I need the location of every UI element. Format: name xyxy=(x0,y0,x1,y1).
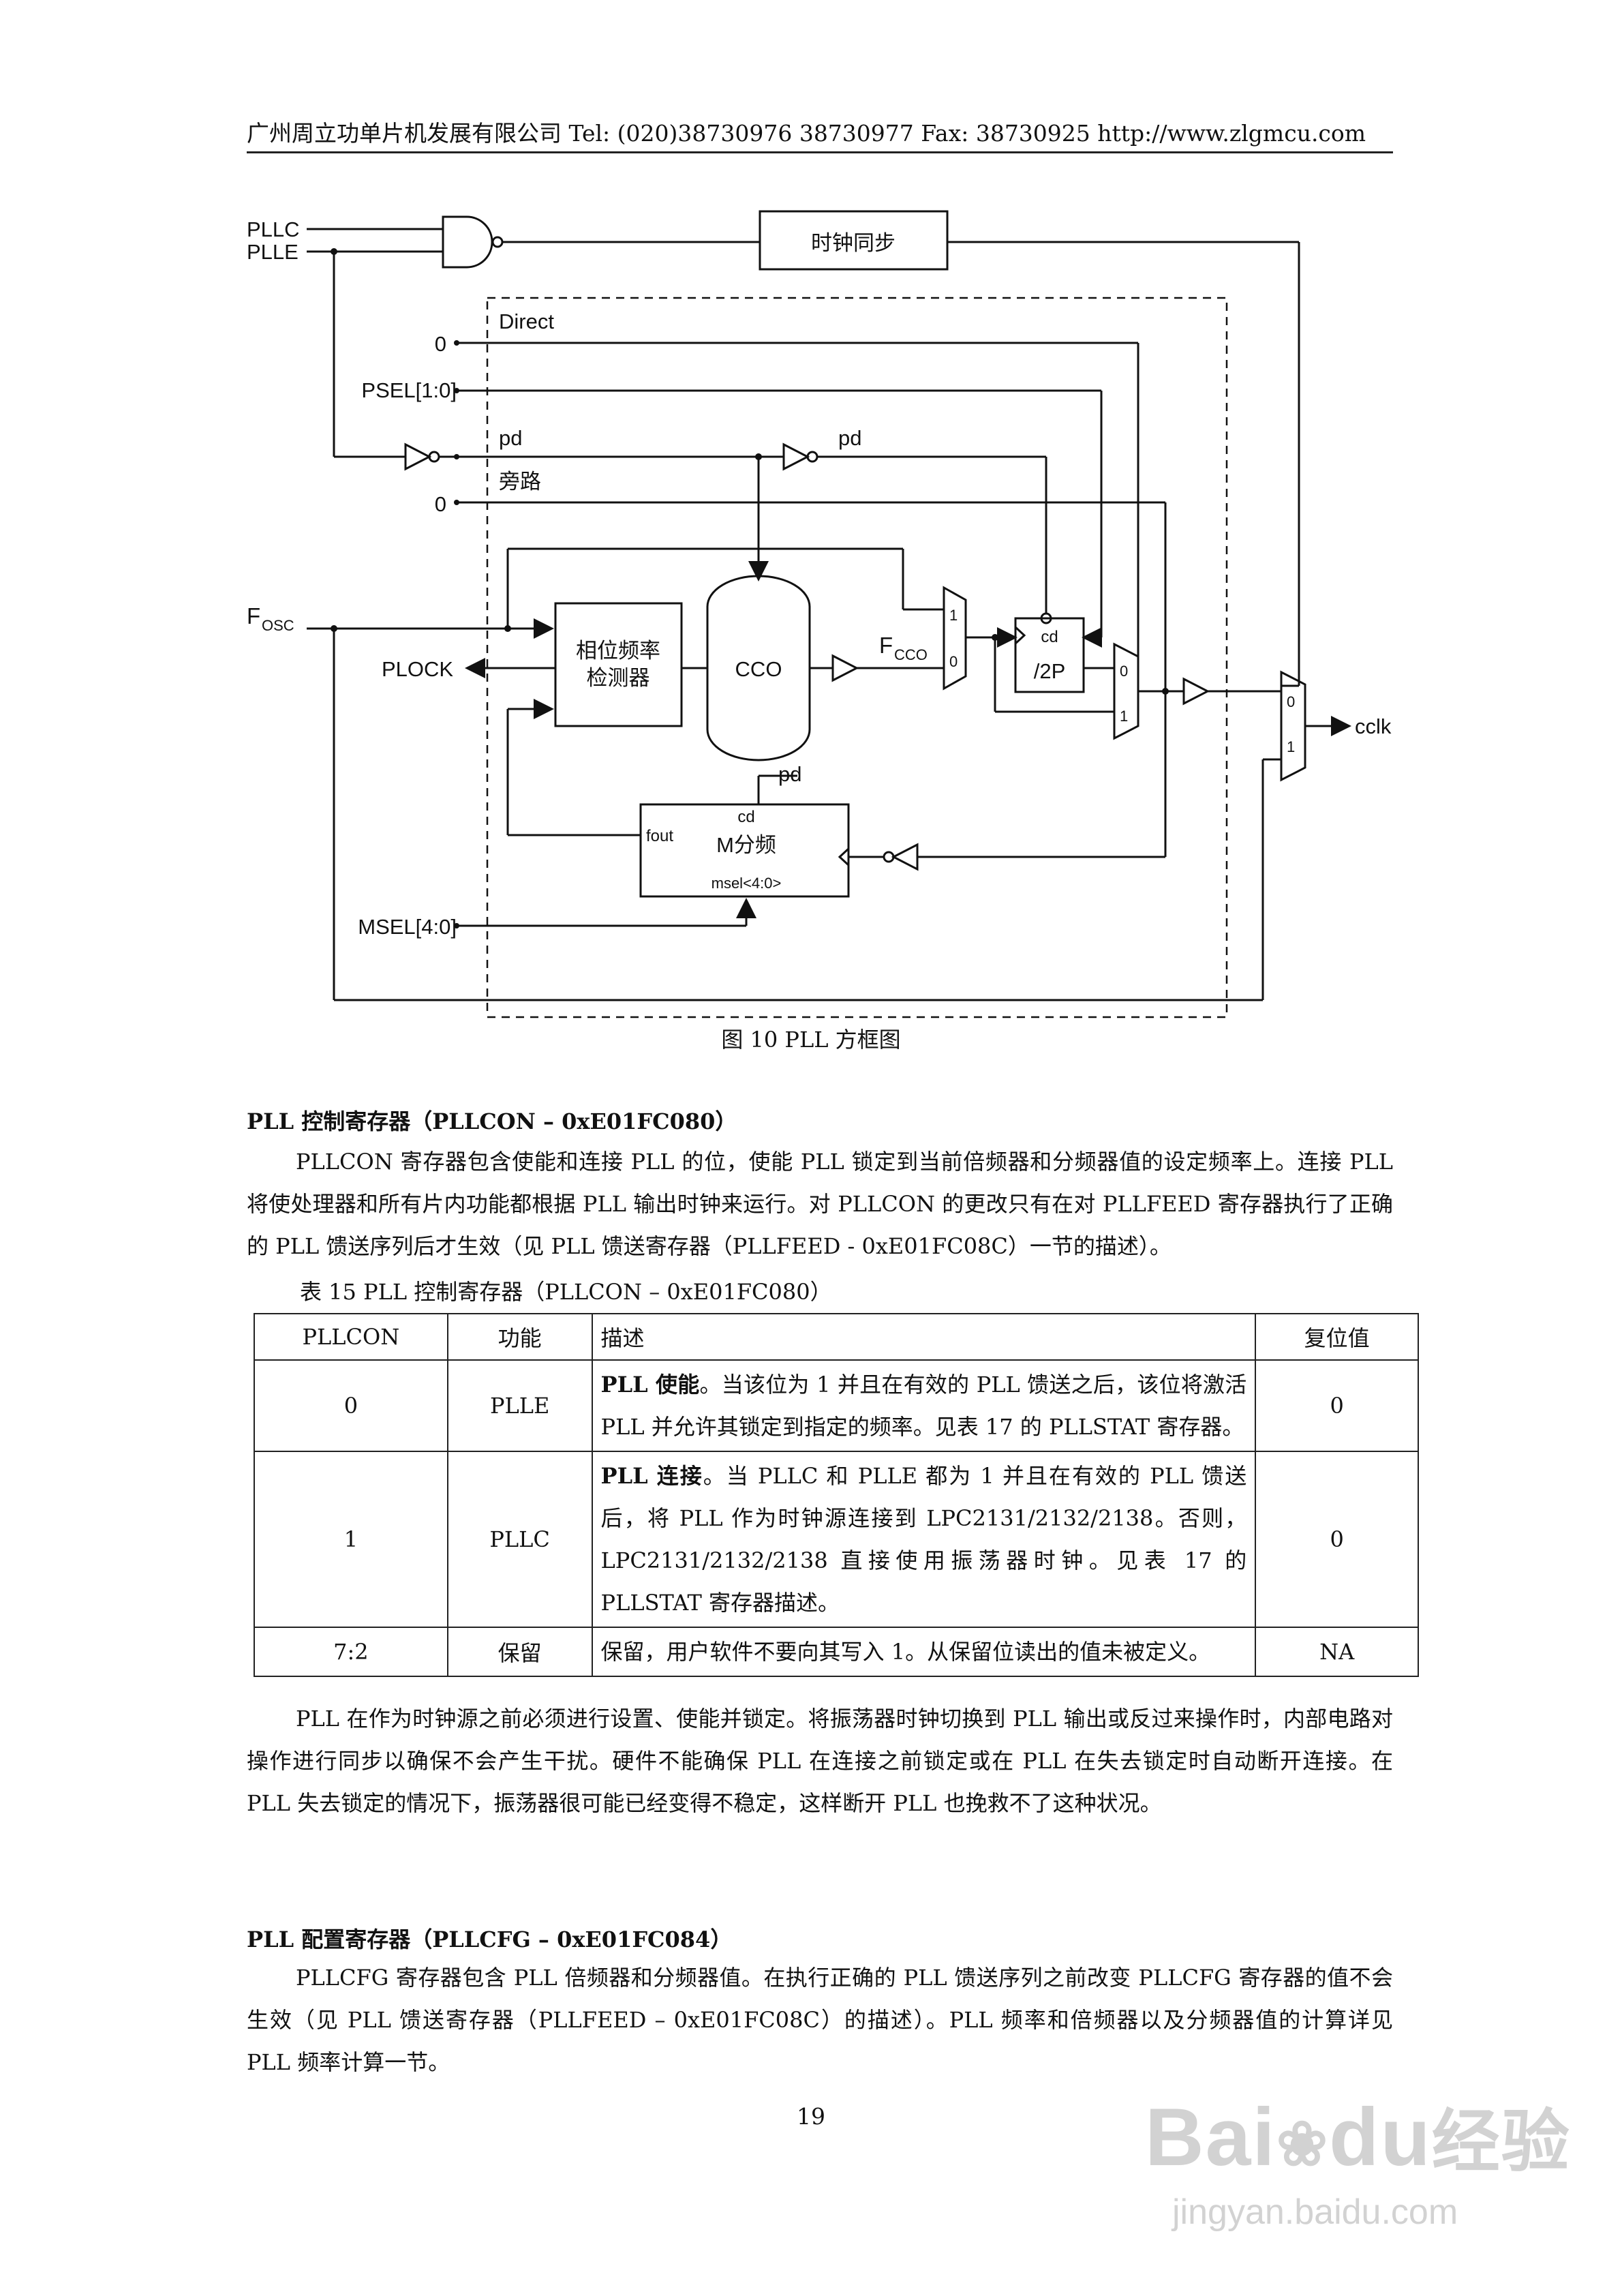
clock-sync-box xyxy=(759,210,949,271)
label-div2p: /2P xyxy=(1034,659,1066,683)
desc-bold: PLL 使能 xyxy=(600,1372,700,1398)
label-mux3-1: 1 xyxy=(1287,738,1295,755)
cell-bit: 7:2 xyxy=(254,1627,448,1677)
label-bypass-zero: 0 xyxy=(435,492,446,516)
label-cd-mdiv: cd xyxy=(737,808,754,826)
desc-text: 保留，用户软件不要向其写入 1。从保留位读出的值未被定义。 xyxy=(600,1639,1211,1665)
cco-block xyxy=(706,575,811,761)
cco-buffer xyxy=(831,654,859,682)
label-fosc: F xyxy=(247,603,260,629)
paragraph-pll-sync: PLL 在作为时钟源之前必须进行设置、使能并锁定。将振荡器时钟切换到 PLL 输… xyxy=(247,1706,1393,1816)
label-pllc: PLLC xyxy=(247,217,300,241)
inverter-pd2 xyxy=(782,442,810,471)
label-pd1: pd xyxy=(499,426,522,450)
col-header-bit: PLLCON xyxy=(254,1313,448,1361)
label-direct: Direct xyxy=(499,309,554,333)
cell-reset: NA xyxy=(1255,1627,1419,1677)
pllcon-table: PLLCON 功能 描述 复位值 0 PLLE PLL 使能。当该位为 1 并且… xyxy=(254,1313,1419,1677)
label-mdiv: M分频 xyxy=(716,833,776,857)
mux-3 xyxy=(1280,670,1306,782)
pll-block-diagram: PLLC PLLE 时钟同步 Direct 0 PSEL[1:0] pd pd … xyxy=(247,210,1392,1018)
cell-reset: 0 xyxy=(1255,1359,1419,1452)
label-mux2-1: 1 xyxy=(1120,708,1128,725)
col-header-description: 描述 xyxy=(591,1313,1257,1361)
page-header: 广州周立功单片机发展有限公司 Tel: (020)38730976 387309… xyxy=(247,116,1393,153)
label-mux3-0: 0 xyxy=(1287,693,1295,710)
label-psel: PSEL[1:0] xyxy=(361,378,457,402)
table-header-row: PLLCON 功能 描述 复位值 xyxy=(254,1313,1419,1361)
label-plle: PLLE xyxy=(247,240,299,264)
col-header-function: 功能 xyxy=(446,1313,593,1361)
label-fcco-sub: CCO xyxy=(894,646,928,663)
section-heading-pllcfg: PLL 配置寄存器（PLLCFG – 0xE01FC084） xyxy=(247,1927,733,1952)
cell-description: PLL 使能。当该位为 1 并且在有效的 PLL 馈送之后，该位将激活 PLL … xyxy=(591,1359,1257,1452)
label-mux1-1: 1 xyxy=(949,607,958,624)
label-direct-zero: 0 xyxy=(435,332,446,356)
cell-function: PLLC xyxy=(446,1451,593,1628)
label-mux1-0: 0 xyxy=(949,653,958,670)
paw-icon: ❀ xyxy=(1276,2111,1330,2179)
cell-bit: 1 xyxy=(254,1451,448,1628)
label-bypass: 旁路 xyxy=(499,470,541,494)
label-fosc-sub: OSC xyxy=(262,617,294,634)
table-row: 0 PLLE PLL 使能。当该位为 1 并且在有效的 PLL 馈送之后，该位将… xyxy=(254,1359,1419,1452)
mux-2 xyxy=(1113,642,1139,740)
label-pfd-1: 相位频率 xyxy=(576,639,660,663)
label-msel-inner: msel<4:0> xyxy=(711,875,782,892)
label-pd-mdiv: pd xyxy=(778,762,801,786)
watermark-logo: Bai❀du经验 xyxy=(1145,2091,1571,2183)
cell-description: 保留，用户软件不要向其写入 1。从保留位读出的值未被定义。 xyxy=(591,1627,1257,1677)
label-cclk: cclk xyxy=(1355,714,1392,738)
table-row: 7:2 保留 保留，用户软件不要向其写入 1。从保留位读出的值未被定义。 NA xyxy=(254,1627,1419,1677)
label-pd2: pd xyxy=(838,426,861,450)
label-cco: CCO xyxy=(735,657,782,681)
label-mux2-0: 0 xyxy=(1120,663,1128,680)
desc-text: 。当该位为 1 并且在有效的 PLL 馈送之后，该位将激活 PLL 并允许其锁定… xyxy=(600,1372,1247,1440)
section-heading-pllcon: PLL 控制寄存器（PLLCON – 0xE01FC080） xyxy=(247,1108,737,1134)
cell-description: PLL 连接。当 PLLC 和 PLLE 都为 1 并且在有效的 PLL 馈送后… xyxy=(591,1451,1257,1628)
label-clock-sync: 时钟同步 xyxy=(811,231,896,255)
label-plock: PLOCK xyxy=(382,657,453,681)
page-number: 19 xyxy=(797,2103,825,2130)
label-pfd-2: 检测器 xyxy=(587,666,650,690)
label-cd-div2: cd xyxy=(1041,628,1058,646)
paragraph-pllcfg: PLLCFG 寄存器包含 PLL 倍频器和分频器值。在执行正确的 PLL 馈送序… xyxy=(247,1965,1393,2075)
table-row: 1 PLLC PLL 连接。当 PLLC 和 PLLE 都为 1 并且在有效的 … xyxy=(254,1451,1419,1628)
table-title: 表 15 PLL 控制寄存器（PLLCON – 0xE01FC080） xyxy=(300,1279,832,1305)
figure-caption: 图 10 PLL 方框图 xyxy=(721,1027,901,1053)
nand-gate xyxy=(442,215,493,269)
div-2p-block xyxy=(1014,617,1085,693)
watermark-url: jingyan.baidu.com xyxy=(1172,2192,1458,2232)
cell-function: PLLE xyxy=(446,1359,593,1452)
cell-function: 保留 xyxy=(446,1627,593,1677)
output-buffer xyxy=(1182,677,1210,706)
cell-bit: 0 xyxy=(254,1359,448,1452)
paragraph-pllcon: PLLCON 寄存器包含使能和连接 PLL 的位，使能 PLL 锁定到当前倍频器… xyxy=(247,1149,1393,1259)
feedback-inverter xyxy=(891,843,919,871)
label-msel: MSEL[4:0] xyxy=(358,915,457,939)
label-fout: fout xyxy=(646,827,673,845)
cell-reset: 0 xyxy=(1255,1451,1419,1628)
mux-1 xyxy=(943,586,967,691)
m-divider xyxy=(639,803,850,898)
col-header-reset: 复位值 xyxy=(1255,1313,1419,1361)
label-fcco: F xyxy=(879,633,893,658)
desc-bold: PLL 连接 xyxy=(600,1463,703,1489)
phase-freq-detector xyxy=(554,602,683,727)
desc-text: 。当 PLLC 和 PLLE 都为 1 并且在有效的 PLL 馈送后，将 PLL… xyxy=(600,1463,1247,1616)
inverter-pd1 xyxy=(404,442,432,471)
